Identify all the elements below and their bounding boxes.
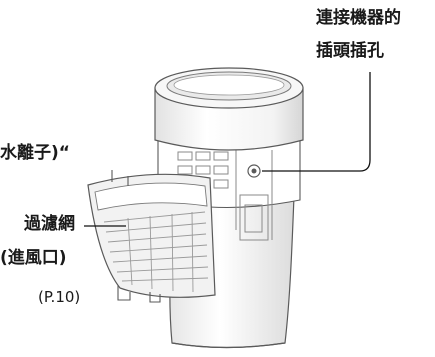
connector-label-line1: 連接機器的	[316, 8, 401, 28]
ion-partial-label: 水離子)“	[0, 143, 70, 163]
device-top-cap	[154, 67, 304, 151]
leader-lines	[84, 72, 371, 227]
filter-label: 過濾網	[24, 214, 75, 234]
filter-inlet-label: (進風口)	[0, 248, 67, 268]
filter-grille	[87, 170, 216, 303]
connector-leader-line	[262, 72, 371, 172]
filter-page-ref: (P.10)	[38, 288, 81, 306]
connector-label-line2: 插頭插孔	[316, 41, 384, 61]
vent-slots	[177, 150, 273, 241]
filter-mesh-lines	[103, 211, 209, 293]
plug-socket-icon	[247, 164, 261, 178]
